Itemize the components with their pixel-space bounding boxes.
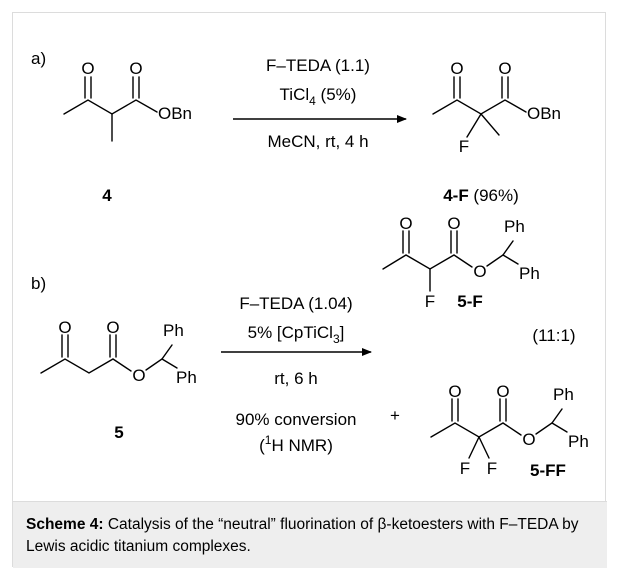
reactant-4-ester-o: O bbox=[129, 59, 142, 78]
product-4f-label: 4-F (96%) bbox=[443, 186, 519, 205]
caption-text: Catalysis of the “neutral” fluorination … bbox=[26, 516, 579, 555]
part-b-label: b) bbox=[31, 274, 46, 293]
product-5f-fluorine: F bbox=[425, 292, 435, 311]
product-5ff-ester-o: O bbox=[496, 382, 509, 401]
product-5f-ester-o: O bbox=[447, 214, 460, 233]
part-a-label: a) bbox=[31, 49, 46, 68]
product-4f-ketone-o: O bbox=[450, 59, 463, 78]
reactant-4-structure bbox=[63, 76, 158, 142]
product-4f-ester-o: O bbox=[498, 59, 511, 78]
product-5ff-phenyl-1: Ph bbox=[553, 385, 574, 404]
reactant-5-phenyl-2: Ph bbox=[176, 368, 197, 387]
part-a-catalyst: TiCl4 (5%) bbox=[280, 85, 357, 108]
product-5f-phenyl-2: Ph bbox=[519, 264, 540, 283]
part-b-nmr: (1H NMR) bbox=[259, 433, 333, 455]
reactant-5-number: 5 bbox=[114, 423, 123, 442]
product-5ff-phenyl-2: Ph bbox=[568, 432, 589, 451]
reactant-4-ketone-o: O bbox=[81, 59, 94, 78]
part-a-solvent: MeCN, rt, 4 h bbox=[267, 132, 368, 151]
product-5f-ketone-o: O bbox=[399, 214, 412, 233]
product-5ff-ketone-o: O bbox=[448, 382, 461, 401]
product-4f-structure bbox=[432, 76, 527, 138]
product-5f-ether-o: O bbox=[473, 262, 486, 281]
caption-label: Scheme 4: bbox=[26, 516, 104, 533]
reaction-scheme: a) O O OBn 4 F–TEDA (1.1) TiCl4 (5%) MeC… bbox=[13, 13, 607, 501]
part-b-reagent: F–TEDA (1.04) bbox=[239, 294, 352, 313]
product-4f-fluorine: F bbox=[459, 137, 469, 156]
product-5f-structure bbox=[382, 230, 519, 292]
reactant-5-structure bbox=[40, 334, 178, 374]
product-5f-number: 5-F bbox=[457, 292, 483, 311]
reactant-4-number: 4 bbox=[102, 186, 112, 205]
part-a-reagent: F–TEDA (1.1) bbox=[266, 56, 370, 75]
part-b-catalyst: 5% [CpTiCl3] bbox=[248, 323, 345, 346]
product-5f-phenyl-1: Ph bbox=[504, 217, 525, 236]
reactant-4-obn: OBn bbox=[158, 104, 192, 123]
product-5ff-fluorine-1: F bbox=[460, 459, 470, 478]
product-5ff-number: 5-FF bbox=[530, 461, 566, 480]
product-5ff-ether-o: O bbox=[522, 430, 535, 449]
product-5ff-fluorine-2: F bbox=[487, 459, 497, 478]
product-4f-obn: OBn bbox=[527, 104, 561, 123]
product-ratio: (11:1) bbox=[532, 326, 575, 345]
part-b-time: rt, 6 h bbox=[274, 369, 317, 388]
reactant-5-ether-o: O bbox=[132, 366, 145, 385]
reactant-5-phenyl-1: Ph bbox=[163, 321, 184, 340]
part-b-conversion: 90% conversion bbox=[236, 410, 357, 429]
product-5ff-structure bbox=[430, 398, 568, 459]
scheme-caption: Scheme 4: Catalysis of the “neutral” flu… bbox=[13, 501, 607, 568]
scheme-figure: a) O O OBn 4 F–TEDA (1.1) TiCl4 (5%) MeC… bbox=[12, 12, 607, 568]
reactant-5-ketone-o: O bbox=[58, 318, 71, 337]
reactant-5-ester-o: O bbox=[106, 318, 119, 337]
scheme-drawing: a) O O OBn 4 F–TEDA (1.1) TiCl4 (5%) MeC… bbox=[31, 49, 589, 480]
plus-sign: + bbox=[390, 406, 400, 425]
